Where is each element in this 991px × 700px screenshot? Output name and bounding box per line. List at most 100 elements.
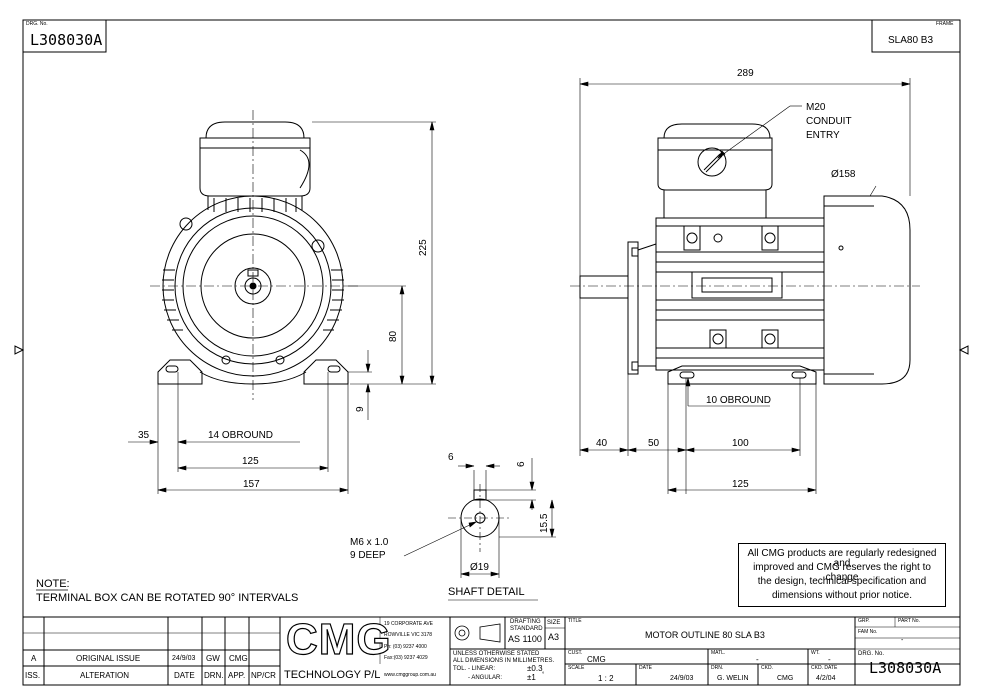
disclaimer-line-1: All CMG products are regularly redesigne… [747,548,937,569]
drafting-standard: AS 1100 [508,634,542,644]
dim-foot-spacing-front: 125 [242,456,259,467]
note-title: NOTE: [36,578,70,590]
dim-shaft-length: 40 [596,438,608,449]
side-dimensions [579,78,911,494]
shaft-key-width: 6 [448,452,454,463]
top-frame-box [871,19,961,53]
shaft-diameter: Ø19 [470,562,489,573]
rev-iss: A [31,654,37,663]
size-label: SIZE [547,620,561,626]
size-value: A3 [548,632,560,642]
grp-label: GRP. [858,618,870,624]
dim-foot-thickness: 9 [355,406,366,412]
thread-label-2: 9 DEEP [350,550,386,561]
shaft-dimensions [403,458,556,601]
matl-label: MATL. [711,650,726,656]
fam-no-label: FAM No. [858,629,878,635]
shaft-detail [448,484,512,552]
rev-alteration: ORIGINAL ISSUE [76,654,141,663]
company-name: TECHNOLOGY P/L [284,669,381,681]
conduit-label-2: CONDUIT [806,116,852,127]
drg-no: L308030A [30,31,103,49]
front-view [150,110,360,400]
drn-label: DRN. [711,665,724,671]
scale-value: 1 : 2 [598,674,614,683]
scale-label: SCALE [568,665,585,671]
conduit-label-3: ENTRY [806,130,840,141]
sheet-border [22,19,961,686]
title-value: MOTOR OUTLINE 80 SLA B3 [645,630,765,640]
dim-foot-slot-front: 14 OBROUND [208,430,274,441]
dim-hole-spacing: 100 [732,438,749,449]
ckd-value: CMG [777,675,794,682]
centre-mark-right [958,345,969,355]
conduit-label-1: M20 [806,102,826,113]
part-no-label: PART No. [898,618,920,624]
company-address-2: ROWVILLE VIC 3178 [384,632,433,638]
projection-symbol [454,623,501,643]
ckd-date-label: CKD. DATE [811,665,838,671]
frame-value: SLA80 B3 [888,35,934,46]
top-drg-box [22,19,107,53]
thread-label-1: M6 x 1.0 [350,537,389,548]
tol-angular-label: - ANGULAR: [468,675,503,681]
hdr-date: DATE [174,671,195,680]
wt-label: WT. [811,650,820,656]
cust-label: CUST. [568,650,583,656]
front-dimensions [128,121,436,494]
tol-angular: ±1 [527,673,536,682]
hdr-alteration: ALTERATION [80,671,130,680]
disclaimer-line-3: the design, technical specification and [757,576,927,587]
dim-foot-length: 125 [732,479,749,490]
rev-date: 24/9/03 [172,655,196,662]
dim-diameter: Ø158 [831,169,856,180]
ckd-date-value: 4/2/04 [816,675,836,682]
disclaimer-line-2: improved and CMG reserves the right to c… [753,562,931,583]
drg-no-block-label: DRG. No. [858,651,885,657]
side-view [570,123,920,385]
frame-label: FRAME [936,21,954,27]
hdr-app: APP. [228,671,246,680]
fam-no-value: - [901,637,904,644]
centre-mark-left [14,345,25,355]
dim-overall-length: 289 [737,68,754,79]
shaft-detail-title: SHAFT DETAIL [448,586,525,598]
company-web: www.cmggroup.com.au [384,672,436,678]
tol-linear-label: - LINEAR: [468,666,496,672]
dim-shaft-to-hole: 50 [648,438,660,449]
date-label: DATE [639,665,652,671]
drafting-label-2: STANDARD [510,626,543,632]
wt-value: - [828,655,831,664]
shaft-key-depth: 6 [516,461,527,467]
tol-line-2: ALL DIMENSIONS IN MILLIMETRES. [453,658,555,664]
title-block-grid [23,616,960,685]
rev-drn: GW [206,654,220,663]
dim-shaft-height: 80 [388,330,399,342]
company-logo: CMG [285,615,392,664]
dim-height: 225 [418,239,429,256]
dim-foot-slot-side: 10 OBROUND [706,395,772,406]
tol-angular-unit: ° [542,672,545,678]
tol-label: TOL. [453,666,467,672]
dim-foot-left: 35 [138,430,150,441]
company-fax: Fax:(03) 9237 4029 [384,655,428,661]
shaft-key-height: 15.5 [539,513,550,533]
drg-no-label: DRG. No. [26,21,48,27]
rev-app: CMG [229,654,248,663]
company-phone: Ph: (03) 9237 4000 [384,644,427,650]
note-text: TERMINAL BOX CAN BE ROTATED 90° INTERVAL… [36,592,299,604]
cust-value: CMG [587,655,606,664]
tol-line-1: UNLESS OTHERWISE STATED [453,651,540,657]
drn-value: G. WELIN [717,675,749,682]
company-address-1: 19 CORPORATE AVE [384,621,433,627]
drg-no-block: L308030A [869,659,942,677]
disclaimer-line-4: dimensions without prior notice. [771,590,913,601]
dim-foot-width: 157 [243,479,260,490]
hdr-iss: ISS. [25,671,41,680]
tol-linear: ±0.3 [527,664,543,673]
matl-value: - [756,655,759,664]
hdr-drn: DRN. [204,671,224,680]
title-label: TITLE [568,618,582,624]
